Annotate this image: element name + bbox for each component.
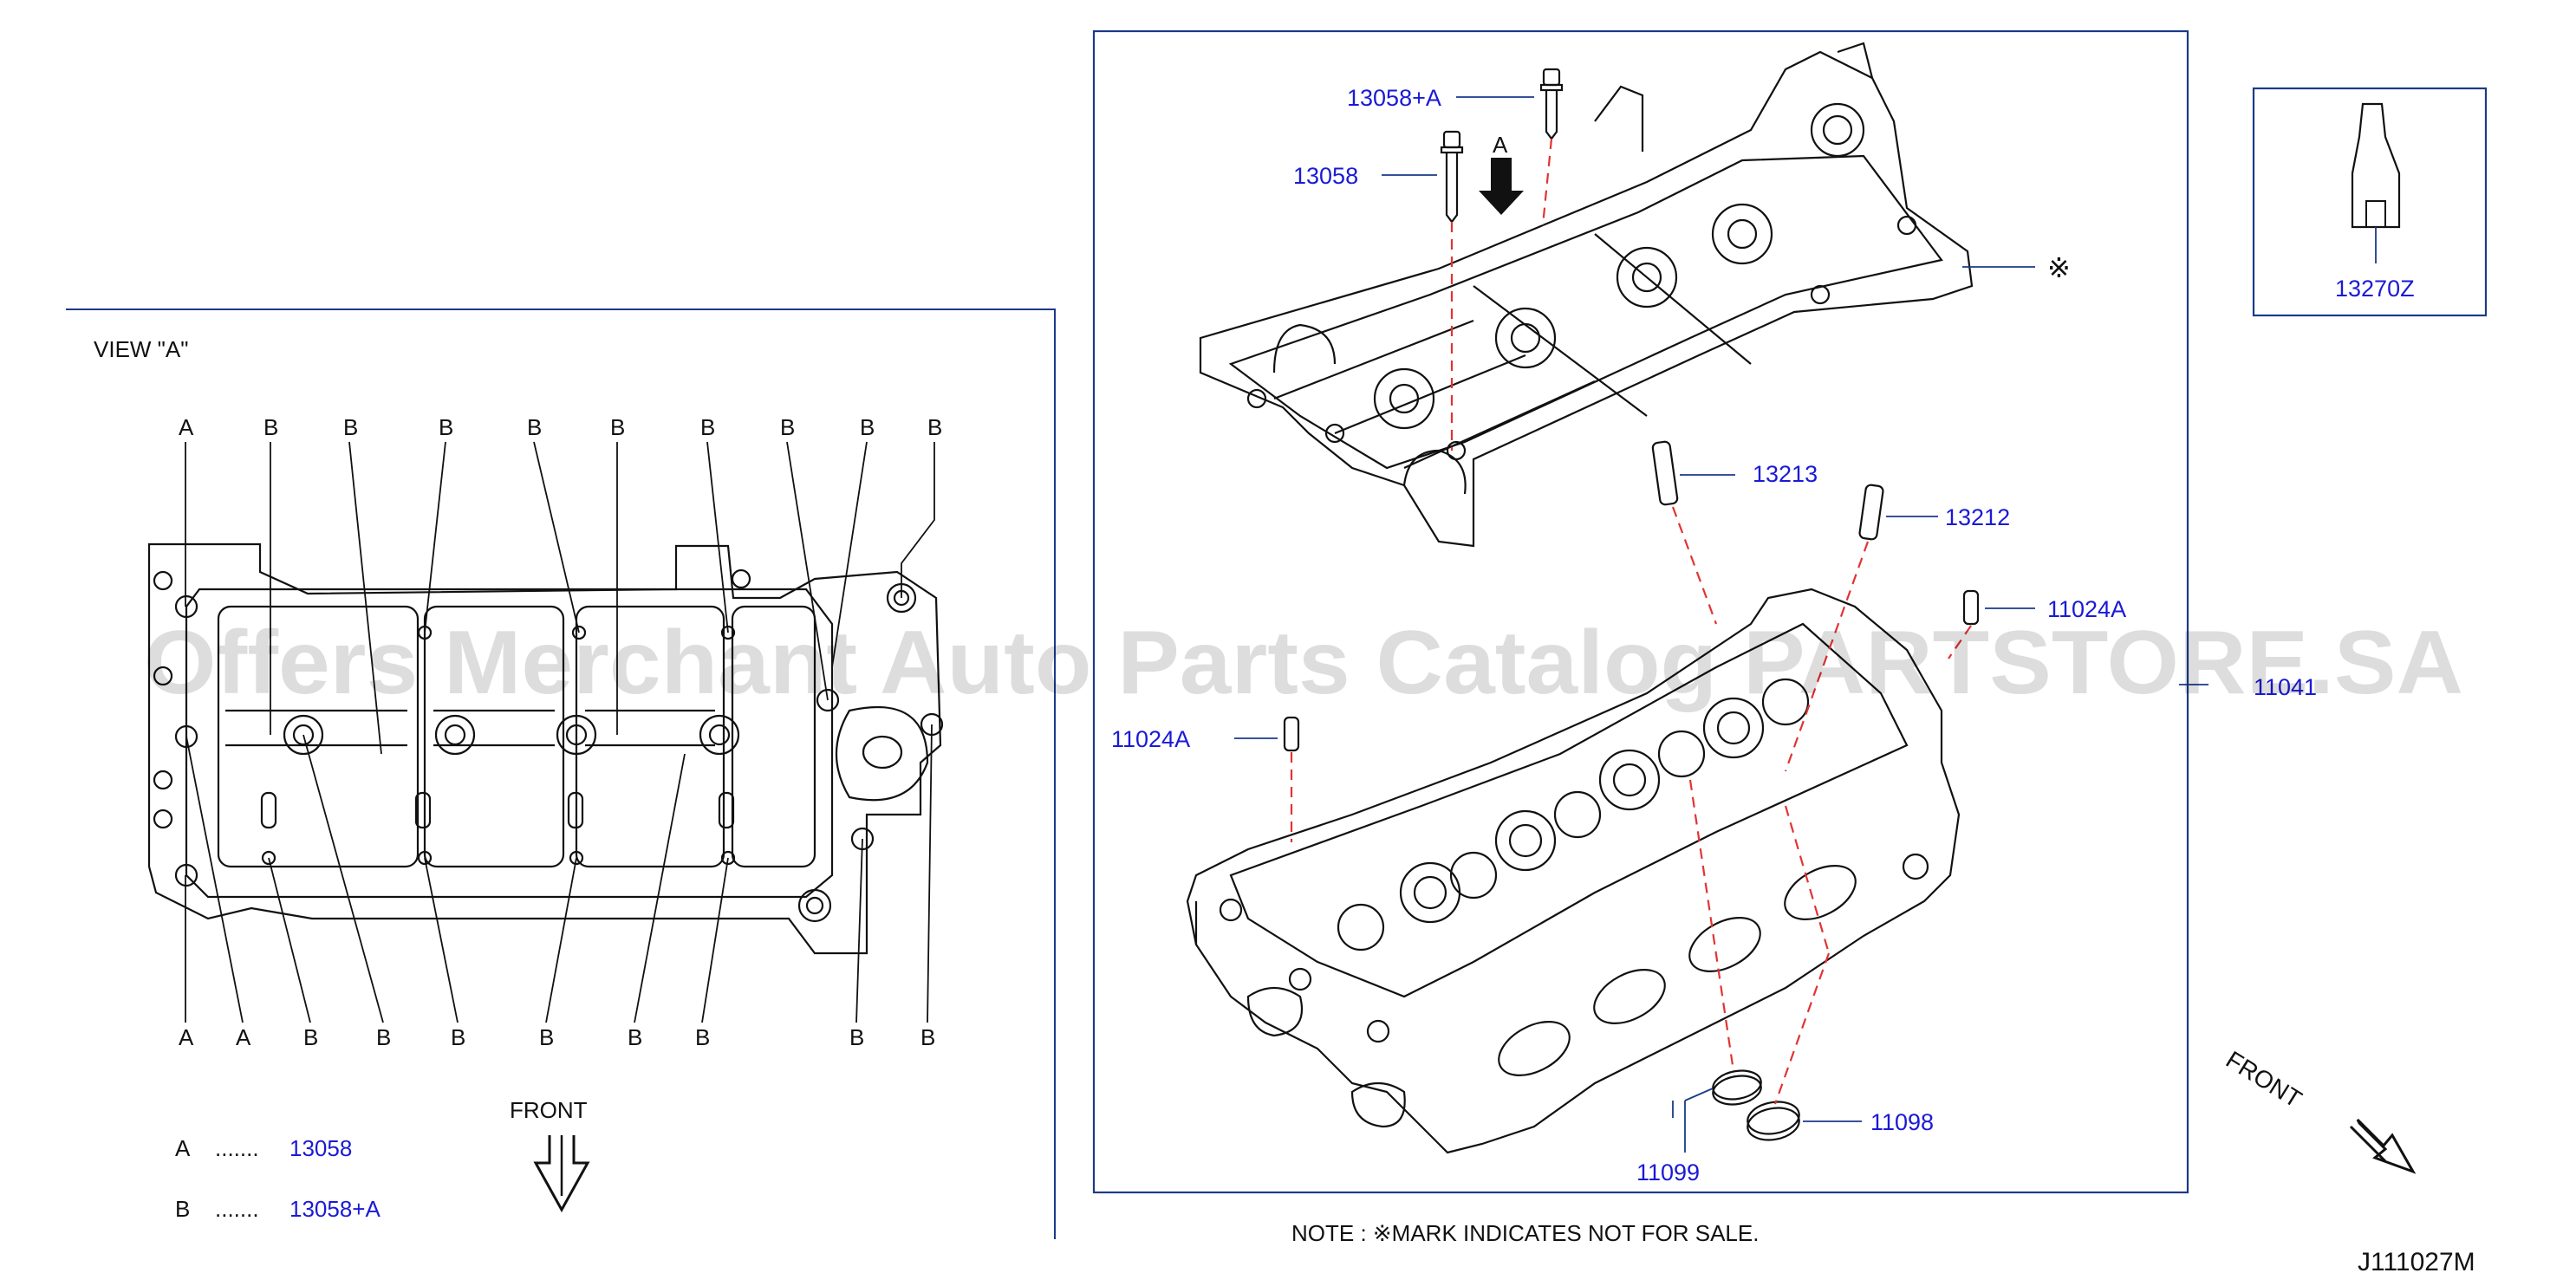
bottom-label: B (920, 1024, 935, 1050)
front-arrow-diagonal-shaft (2349, 1125, 2387, 1163)
bottom-label: B (628, 1024, 642, 1050)
top-label: B (927, 414, 942, 440)
bottom-label: B (376, 1024, 391, 1050)
view-a-arrow-icon (1479, 158, 1524, 215)
callout-11099-leader (1684, 1088, 1714, 1101)
not-for-sale-mark: ※ (2047, 252, 2071, 283)
tool-box-frame (2252, 87, 2488, 317)
main-frame (1092, 29, 2189, 1194)
view-a-bottom-labels: A A B B B B B B B B (179, 1024, 935, 1050)
callout-11024a-right[interactable]: 11024A (2047, 596, 2126, 622)
legend-part-number[interactable]: 13058 (289, 1135, 352, 1161)
top-label: B (610, 414, 625, 440)
tool-13270z-drawing (2351, 102, 2401, 229)
view-a-section: VIEW "A" A B B B B B B B B B A A B B B B… (66, 309, 1056, 1239)
tool-tip-icon (2365, 200, 2386, 228)
callout-leaders (1234, 96, 2208, 1122)
plug-11098-drawing (1747, 1101, 1800, 1141)
callout-11099[interactable]: 11099 (1636, 1159, 1700, 1185)
front-arrow-diagonal-icon (2356, 1118, 2417, 1174)
callout-13270z[interactable]: 13270Z (2335, 276, 2415, 302)
plug-11099-drawing (1712, 1069, 1762, 1106)
front-label-left: FRONT (510, 1097, 588, 1123)
main-diagram: A 13058+A 13058 ※ 13213 13212 11024A 110… (1092, 29, 2317, 1246)
view-a-arrow-label: A (1493, 132, 1508, 158)
top-label: A (179, 414, 194, 440)
front-arrow-down-icon (533, 1135, 590, 1213)
legend-dots: ....... (215, 1196, 259, 1222)
legend-dots: ....... (215, 1135, 259, 1161)
dowel-right-drawing (1962, 589, 1980, 626)
tool-box: 13270Z (2252, 87, 2488, 317)
top-label: B (700, 414, 715, 440)
top-label: B (439, 414, 453, 440)
bottom-label: B (849, 1024, 864, 1050)
cylinder-head-drawing (1186, 588, 1961, 1154)
watermark-text: Offers Merchant Auto Parts Catalog PARTS… (144, 613, 2463, 713)
top-label: B (343, 414, 358, 440)
guide-13212-drawing (1858, 484, 1884, 541)
front-label-right: FRONT (2221, 1046, 2306, 1113)
legend-letter: A (175, 1135, 191, 1161)
bottom-label: A (179, 1024, 194, 1050)
callout-11098[interactable]: 11098 (1870, 1109, 1934, 1135)
guide-13213-drawing (1651, 440, 1679, 506)
view-a-leaders (185, 441, 935, 1023)
top-label: B (263, 414, 278, 440)
not-for-sale-note: NOTE : ※MARK INDICATES NOT FOR SALE. (1291, 1220, 1759, 1246)
view-a-frame (66, 309, 1056, 1239)
view-a-title: VIEW "A" (94, 336, 188, 362)
legend-part-number[interactable]: 13058+A (289, 1196, 381, 1222)
bottom-label: B (451, 1024, 465, 1050)
callout-11024a-left[interactable]: 11024A (1111, 726, 1190, 752)
callout-13213[interactable]: 13213 (1753, 461, 1818, 487)
callout-13212[interactable]: 13212 (1945, 504, 2010, 530)
callouts: 13058+A 13058 ※ 13213 13212 11024A 11041… (1111, 85, 2317, 1185)
bottom-label: A (236, 1024, 251, 1050)
callout-13058[interactable]: 13058 (1293, 163, 1358, 189)
bottom-label: B (539, 1024, 554, 1050)
assembly-dash-lines (1290, 138, 1972, 1105)
front-indicator-right: FRONT (2221, 1046, 2417, 1174)
dowel-left-drawing (1283, 716, 1300, 752)
diagram-code: J111027M (2358, 1248, 2475, 1276)
callout-13058a[interactable]: 13058+A (1347, 85, 1441, 111)
bolt-13058a-drawing (1539, 68, 1564, 140)
legend-letter: B (175, 1196, 190, 1222)
callout-11041[interactable]: 11041 (2254, 674, 2317, 700)
bolt-13058-drawing (1440, 130, 1464, 224)
view-a-legend: A ....... 13058 B ....... 13058+A (175, 1135, 381, 1222)
top-label: B (527, 414, 542, 440)
top-label: B (780, 414, 795, 440)
bottom-label: B (695, 1024, 710, 1050)
top-label: B (860, 414, 875, 440)
head-top-view-drawing (147, 542, 944, 955)
cam-bracket-drawing (1199, 42, 1974, 548)
bottom-label: B (303, 1024, 318, 1050)
view-a-top-labels: A B B B B B B B B B (179, 414, 942, 440)
